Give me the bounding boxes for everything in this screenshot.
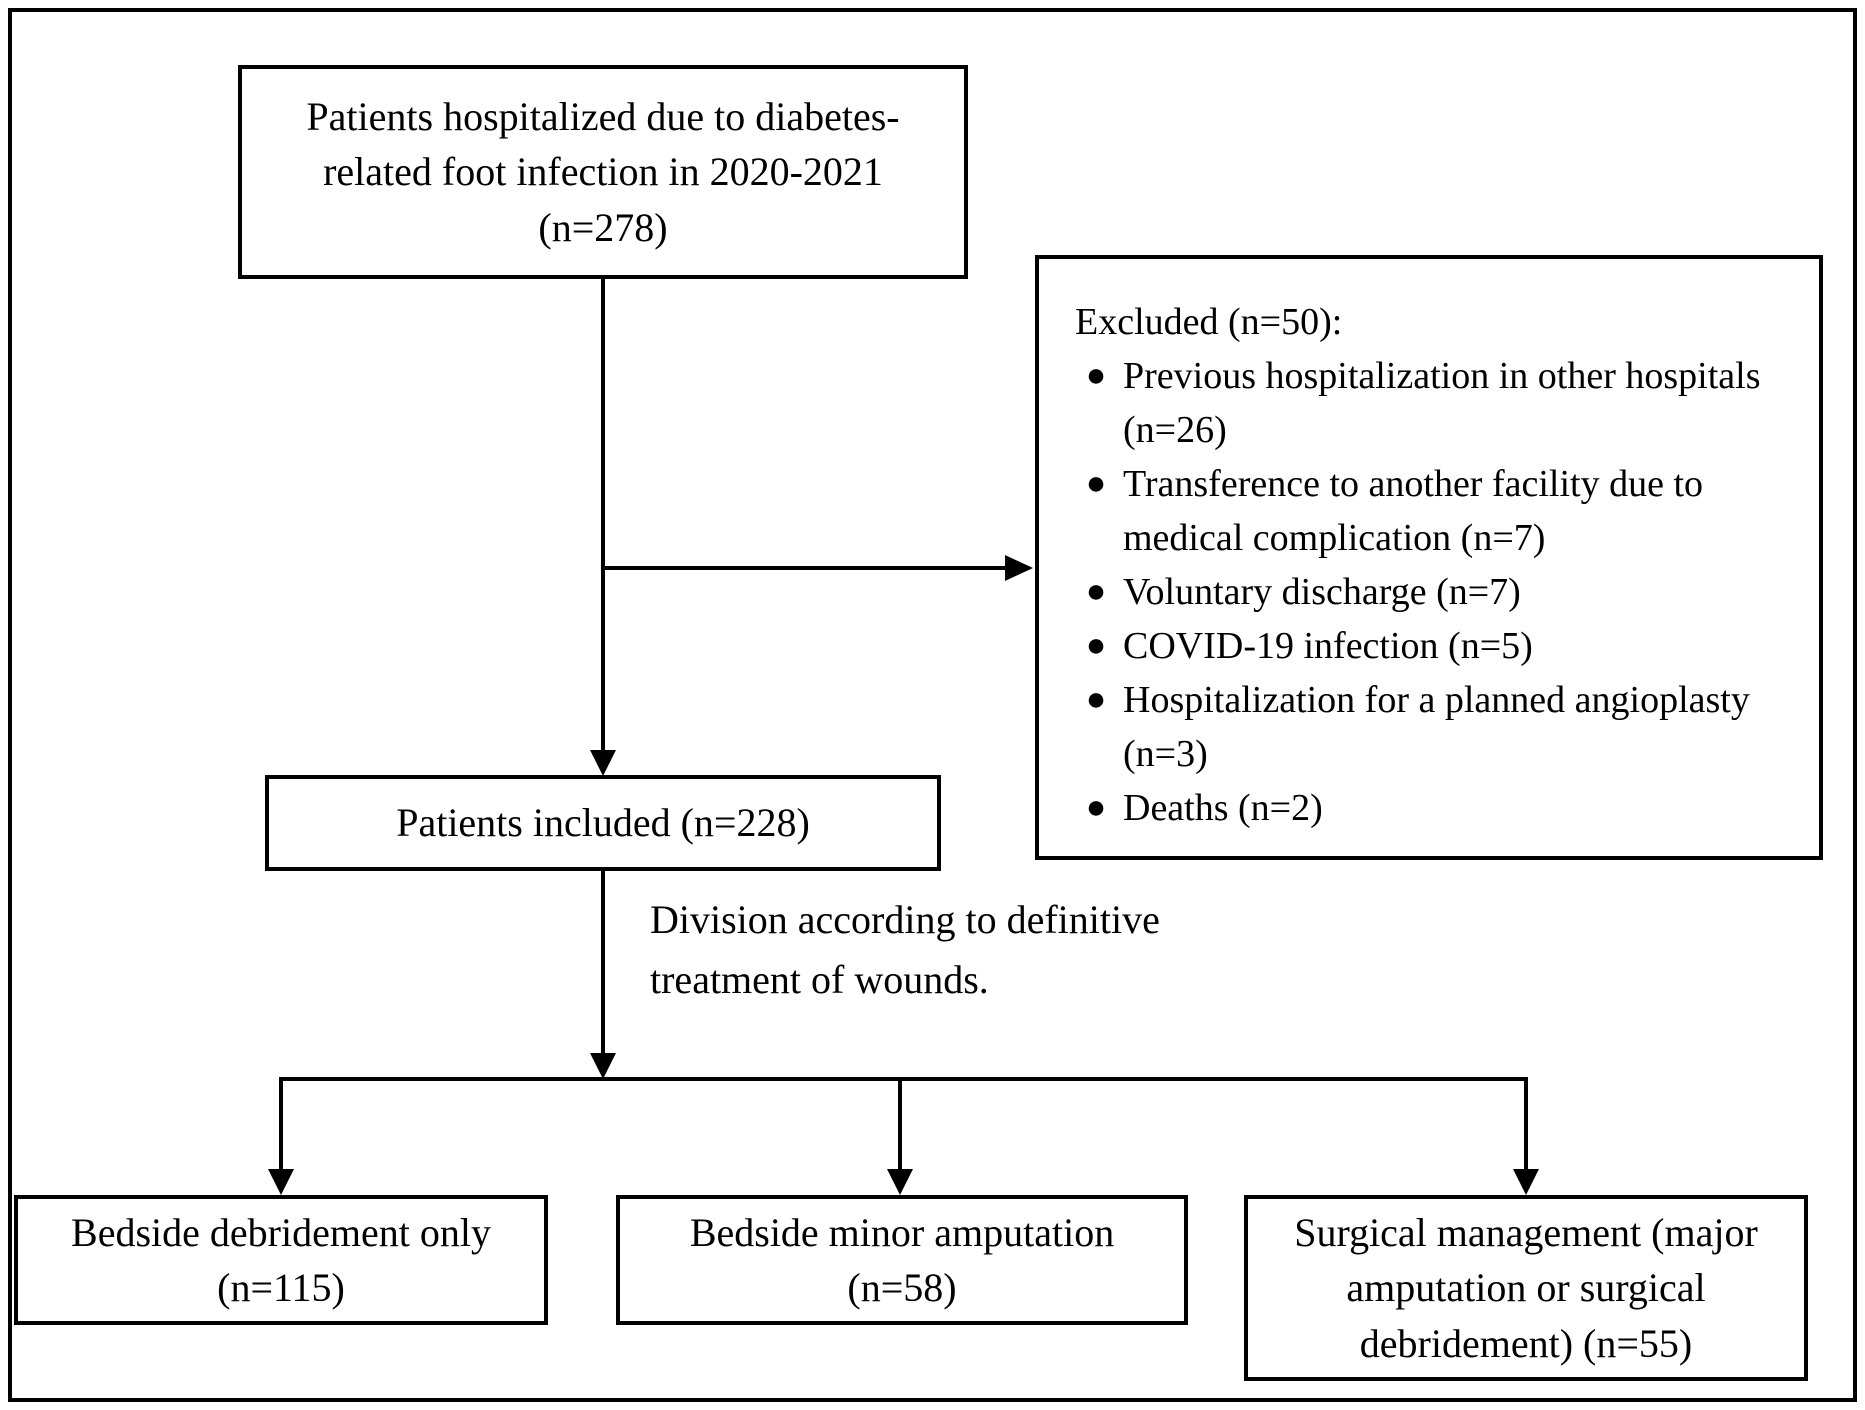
excluded-item: ● Transference to another facility due t… <box>1069 457 1793 565</box>
excluded-item-label: Voluntary discharge (n=7) <box>1123 571 1521 613</box>
bullet-icon: ● <box>1085 465 1107 502</box>
arrowhead-down-right-box-icon <box>1513 1169 1539 1195</box>
excluded-heading: Excluded (n=50): <box>1075 301 1343 343</box>
connector-branch-to-middle-box <box>898 1077 902 1169</box>
bullet-icon: ● <box>1085 627 1107 664</box>
excluded-box: Excluded (n=50): ● Previous hospitalizat… <box>1035 255 1823 860</box>
division-annotation: Division according to definitive treatme… <box>650 897 1160 1002</box>
connector-top-to-included <box>601 279 605 750</box>
included-box-label: Patients included (n=228) <box>396 800 810 846</box>
bullet-icon: ● <box>1085 789 1107 826</box>
bottom-box-surgical-management: Surgical management (major amputation or… <box>1244 1195 1808 1381</box>
arrowhead-down-included-icon <box>590 750 616 776</box>
bullet-icon: ● <box>1085 357 1107 394</box>
top-box-patients-hospitalized: Patients hospitalized due to diabetes- r… <box>238 65 968 279</box>
excluded-item-label: COVID-19 infection (n=5) <box>1123 625 1533 667</box>
arrowhead-down-branch-icon <box>590 1053 616 1079</box>
arrowhead-down-left-box-icon <box>268 1169 294 1195</box>
bullet-icon: ● <box>1085 681 1107 718</box>
excluded-item-label: Previous hospitalization in other hospit… <box>1123 355 1761 451</box>
connector-branch-to-right-box <box>1524 1077 1528 1169</box>
excluded-item: ● Previous hospitalization in other hosp… <box>1069 349 1793 457</box>
top-box-label: Patients hospitalized due to diabetes- r… <box>306 94 900 250</box>
excluded-item: ● Voluntary discharge (n=7) <box>1069 565 1793 619</box>
excluded-item: ● Deaths (n=2) <box>1069 781 1793 835</box>
bottom-box-bedside-debridement: Bedside debridement only (n=115) <box>14 1195 548 1325</box>
outer-frame <box>8 8 1857 1402</box>
connector-branch-to-left-box <box>279 1077 283 1169</box>
excluded-item-label: Deaths (n=2) <box>1123 787 1323 829</box>
bottom-box-label: Surgical management (major amputation or… <box>1294 1210 1758 1366</box>
connector-to-excluded <box>603 566 1005 570</box>
branch-line <box>279 1077 1528 1081</box>
connector-included-to-branch <box>601 871 605 1053</box>
excluded-item: ● Hospitalization for a planned angiopla… <box>1069 673 1793 781</box>
excluded-item: ● COVID-19 infection (n=5) <box>1069 619 1793 673</box>
included-box: Patients included (n=228) <box>265 775 941 871</box>
bottom-box-label: Bedside minor amputation (n=58) <box>689 1209 1115 1310</box>
excluded-item-label: Transference to another facility due to … <box>1123 463 1704 559</box>
bottom-box-bedside-minor-amputation: Bedside minor amputation (n=58) <box>616 1195 1188 1325</box>
bottom-box-label: Bedside debridement only (n=115) <box>71 1209 491 1310</box>
excluded-item-label: Hospitalization for a planned angioplast… <box>1123 679 1750 775</box>
arrowhead-right-excluded-icon <box>1005 555 1033 581</box>
bullet-icon: ● <box>1085 573 1107 610</box>
arrowhead-down-middle-box-icon <box>887 1169 913 1195</box>
